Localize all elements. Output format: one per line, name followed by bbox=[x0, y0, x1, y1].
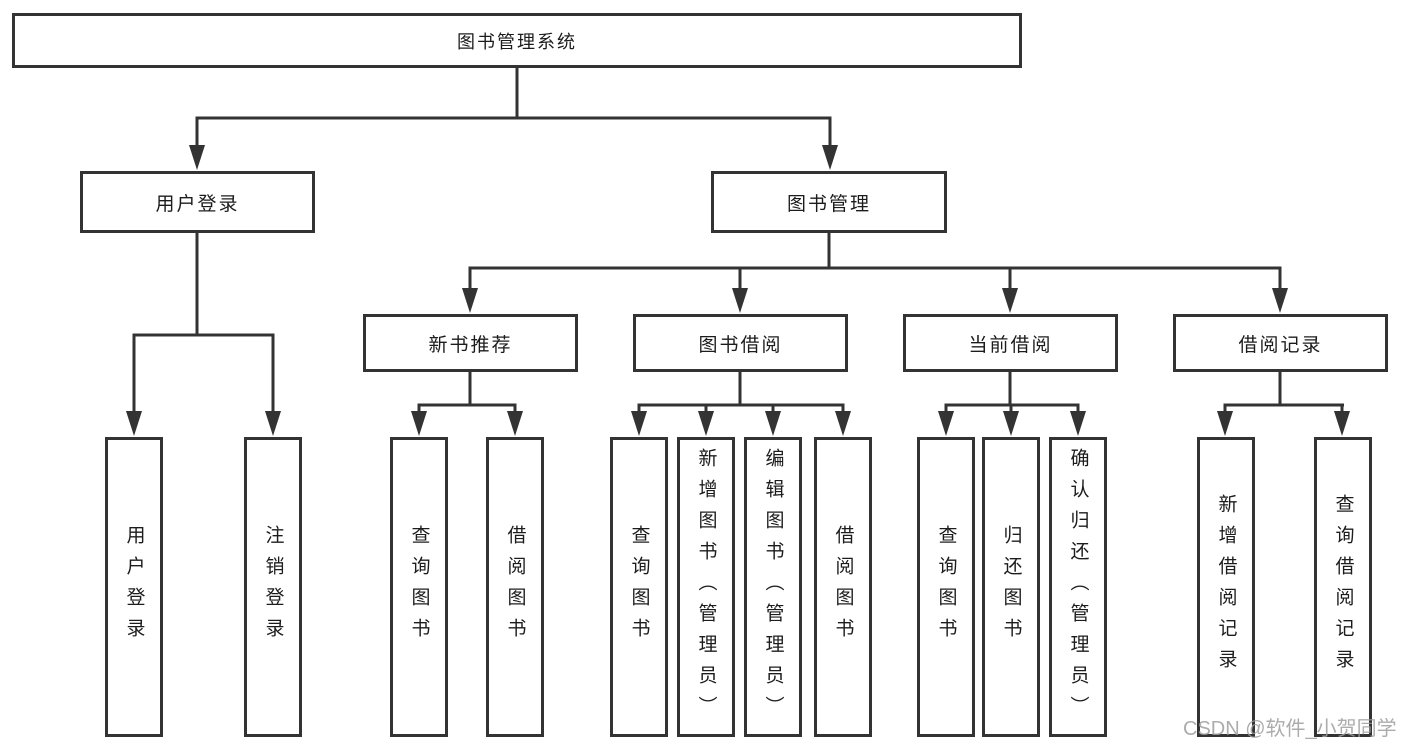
node-user-login: 用户登录 bbox=[80, 171, 315, 233]
node-current-borrow: 当前借阅 bbox=[903, 314, 1118, 372]
leaf-confirm-return-admin: 确认归还（管理员） bbox=[1049, 437, 1107, 737]
node-borrow-records: 借阅记录 bbox=[1173, 314, 1388, 372]
leaf-query-books-recommend: 查询图书 bbox=[390, 437, 448, 737]
leaf-logout-label: 注销登录 bbox=[262, 525, 284, 649]
node-book-borrow-label: 图书借阅 bbox=[698, 334, 783, 356]
leaf-query-borrow-record-label: 查询借阅记录 bbox=[1332, 494, 1354, 680]
leaf-user-login-label: 用户登录 bbox=[123, 525, 145, 649]
leaf-query-books-current-label: 查询图书 bbox=[935, 525, 957, 649]
leaf-query-books-borrow-label: 查询图书 bbox=[628, 525, 650, 649]
leaf-query-books-recommend-label: 查询图书 bbox=[408, 525, 430, 649]
node-book-borrow: 图书借阅 bbox=[633, 314, 848, 372]
leaf-edit-book-admin: 编辑图书（管理员） bbox=[744, 437, 802, 737]
leaf-user-login: 用户登录 bbox=[105, 437, 163, 737]
leaf-borrow-books: 借阅图书 bbox=[814, 437, 872, 737]
node-user-login-label: 用户登录 bbox=[155, 193, 240, 215]
node-current-borrow-label: 当前借阅 bbox=[968, 334, 1053, 356]
leaf-query-books-current: 查询图书 bbox=[917, 437, 975, 737]
leaf-query-borrow-record: 查询借阅记录 bbox=[1314, 437, 1372, 737]
node-book-management-label: 图书管理 bbox=[786, 193, 871, 215]
leaf-confirm-return-admin-label: 确认归还（管理员） bbox=[1067, 447, 1089, 727]
leaf-borrow-books-recommend-label: 借阅图书 bbox=[504, 525, 526, 649]
node-root-label: 图书管理系统 bbox=[457, 31, 577, 52]
leaf-query-books-borrow: 查询图书 bbox=[610, 437, 668, 737]
leaf-edit-book-admin-label: 编辑图书（管理员） bbox=[762, 447, 784, 727]
leaf-add-book-admin-label: 新增图书（管理员） bbox=[695, 447, 717, 727]
node-new-book-recommend: 新书推荐 bbox=[363, 314, 578, 372]
node-borrow-records-label: 借阅记录 bbox=[1238, 334, 1323, 356]
node-new-book-recommend-label: 新书推荐 bbox=[428, 334, 513, 356]
node-book-management: 图书管理 bbox=[711, 171, 947, 233]
csdn-watermark: CSDN @软件_小贺同学 bbox=[1183, 718, 1397, 740]
leaf-return-book-label: 归还图书 bbox=[1000, 525, 1022, 649]
leaf-borrow-books-label: 借阅图书 bbox=[832, 525, 854, 649]
leaf-add-borrow-record: 新增借阅记录 bbox=[1197, 437, 1255, 737]
leaf-add-book-admin: 新增图书（管理员） bbox=[677, 437, 735, 737]
leaf-add-borrow-record-label: 新增借阅记录 bbox=[1215, 494, 1237, 680]
leaf-logout: 注销登录 bbox=[244, 437, 302, 737]
node-root: 图书管理系统 bbox=[12, 13, 1022, 68]
leaf-borrow-books-recommend: 借阅图书 bbox=[486, 437, 544, 737]
leaf-return-book: 归还图书 bbox=[982, 437, 1040, 737]
